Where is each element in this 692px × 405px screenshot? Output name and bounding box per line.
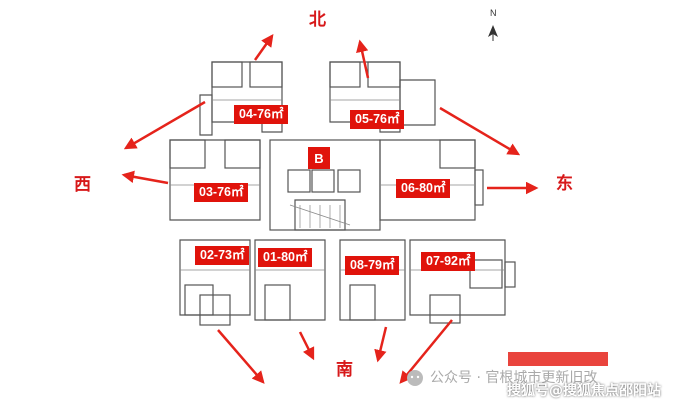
unit-label-03: 03-76㎡: [194, 183, 249, 202]
direction-east: 东: [556, 174, 573, 194]
direction-arrows: [121, 33, 539, 384]
arrow-south-1: [298, 331, 315, 361]
wechat-icon: [407, 370, 423, 386]
north-arrow-icon: [488, 25, 498, 41]
arrow-north-east-right: [439, 106, 521, 156]
watermark-account: 搜狐号@搜狐焦点邵阳站: [507, 383, 661, 399]
unit-label-06: 06-80㎡: [396, 179, 451, 198]
unit-label-05: 05-76㎡: [350, 110, 405, 129]
arrow-south-east: [399, 319, 453, 384]
north-arrow-letter: N: [490, 8, 497, 18]
arrow-south-2: [374, 326, 388, 363]
arrow-north-west: [253, 33, 274, 61]
direction-west: 西: [74, 175, 91, 195]
direction-north: 北: [309, 10, 326, 30]
watermark-channel: 公众号 · 官根城市更新旧改: [430, 370, 598, 386]
core-label: B: [308, 147, 330, 169]
unit-label-04: 04-76㎡: [234, 105, 289, 124]
direction-south: 南: [336, 360, 353, 380]
unit-label-02: 02-73㎡: [195, 246, 250, 265]
watermark-bar: [508, 352, 608, 366]
arrow-south-west: [217, 329, 265, 384]
arrow-west-upper: [123, 100, 206, 150]
unit-label-01: 01-80㎡: [258, 248, 313, 267]
unit-label-08: 08-79㎡: [345, 256, 400, 275]
building-walls: [169, 61, 516, 326]
arrow-west: [121, 170, 169, 185]
arrow-north-east: [356, 39, 370, 79]
unit-label-07: 07-92㎡: [421, 252, 476, 271]
